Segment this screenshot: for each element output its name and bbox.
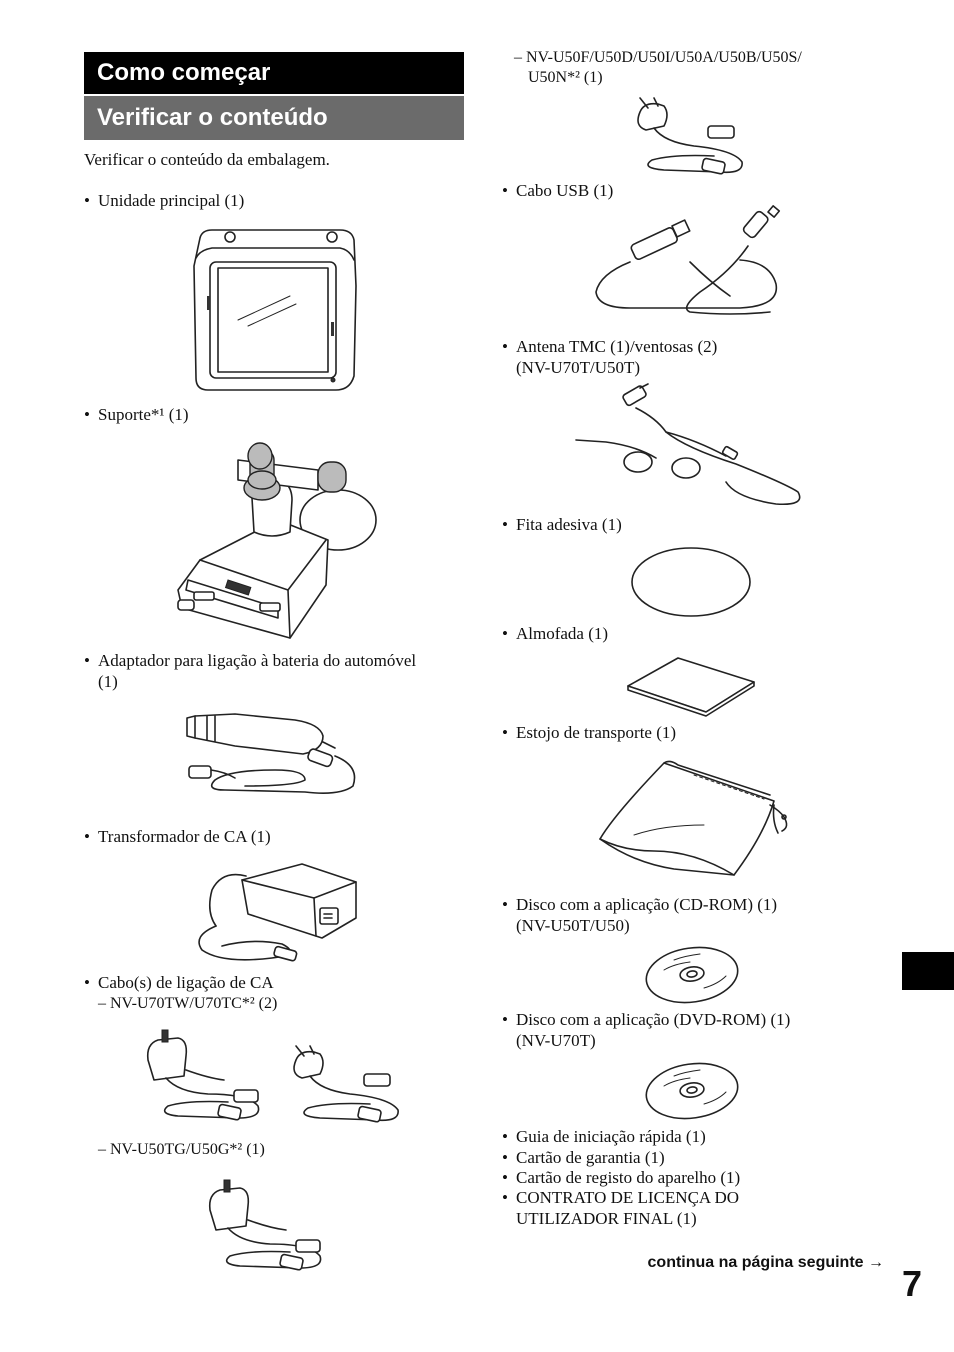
- section-title: Como começar: [84, 52, 464, 94]
- list-item-quick-start: • Guia de iniciação rápida (1): [502, 1127, 706, 1148]
- uk-plug-cable-single-illustration: [208, 1179, 322, 1271]
- item-label: Cabo(s) de ligação de CA: [98, 973, 274, 992]
- bullet: •: [502, 1168, 508, 1187]
- bullet: •: [502, 337, 508, 356]
- list-item-eula: • CONTRATO DE LICENÇA DO UTILIZADOR FINAL…: [502, 1188, 739, 1229]
- subsection-title: Verificar o conteúdo: [84, 96, 464, 140]
- list-item-adhesive-tape: • Fita adesiva (1): [502, 515, 622, 536]
- item-label: Almofada (1): [516, 624, 609, 643]
- intro-text: Verificar o conteúdo da embalagem.: [84, 150, 330, 169]
- bullet: •: [502, 895, 508, 914]
- page-number: 7: [901, 1263, 922, 1304]
- item-label: Cartão de registo do aparelho (1): [516, 1168, 741, 1187]
- carrying-case-illustration: [599, 760, 788, 876]
- bullet: •: [502, 723, 508, 742]
- car-adapter-illustration: [186, 713, 356, 794]
- item-label: Disco com a aplicação (CD-ROM) (1): [516, 895, 778, 914]
- ac-adapter-illustration: [198, 863, 357, 962]
- bullet: •: [502, 181, 508, 200]
- list-item-car-adapter: • Adaptador para ligação à bateria do aut…: [84, 651, 474, 692]
- item-label: CONTRATO DE LICENÇA DO: [516, 1188, 740, 1207]
- usb-cable-illustration: [595, 205, 781, 315]
- item-label: Transformador de CA (1): [98, 827, 271, 846]
- main-unit-illustration: [193, 229, 357, 391]
- stand-illustration: [177, 442, 377, 639]
- bullet: •: [84, 651, 90, 670]
- bullet: •: [502, 1010, 508, 1029]
- bullet: •: [502, 1148, 508, 1167]
- item-label: Unidade principal (1): [98, 191, 245, 210]
- item-sub-label-eu: – NV-U50F/U50D/U50I/U50A/U50B/U50S/ U50N…: [514, 48, 802, 88]
- bullet: •: [84, 973, 90, 992]
- item-label: Fita adesiva (1): [516, 515, 622, 534]
- dvd-rom-illustration: [645, 1062, 739, 1120]
- item-label: Suporte*¹ (1): [98, 405, 189, 424]
- continued-next-page: continua na página seguinte →: [647, 1254, 884, 1271]
- item-label-continued: (NV-U70T): [516, 1030, 596, 1050]
- list-item-main-unit: • Unidade principal (1): [84, 191, 244, 212]
- bullet: •: [502, 1188, 508, 1207]
- item-label-continued: (1): [98, 671, 118, 691]
- list-item-tmc-antenna: • Antena TMC (1)/ventosas (2) (NV-U70T/U5…: [502, 337, 717, 378]
- bullet: •: [84, 827, 90, 846]
- uk-plug-cable-illustration: [146, 1029, 260, 1121]
- item-label: Adaptador para ligação à bateria do auto…: [98, 651, 417, 670]
- tmc-antenna-illustration: [575, 383, 801, 506]
- list-item-dvd-rom: • Disco com a aplicação (DVD-ROM) (1) (NV…: [502, 1010, 790, 1051]
- item-label: Cartão de garantia (1): [516, 1148, 665, 1167]
- list-item-ac-cables: • Cabo(s) de ligação de CA – NV-U70TW/U70…: [84, 973, 277, 1014]
- list-item-cd-rom: • Disco com a aplicação (CD-ROM) (1) (NV-…: [502, 895, 777, 936]
- cushion-illustration: [627, 657, 755, 717]
- bullet: •: [502, 1127, 508, 1146]
- item-sub-label-eu-line1: – NV-U50F/U50D/U50I/U50A/U50B/U50S/: [514, 49, 802, 66]
- list-item-warranty: • Cartão de garantia (1): [502, 1148, 665, 1169]
- item-label-continued: UTILIZADOR FINAL (1): [516, 1208, 697, 1228]
- item-sub-label-uk: – NV-U50TG/U50G*² (1): [98, 1141, 265, 1158]
- item-sub-label: – NV-U70TW/U70TC*² (2): [98, 994, 278, 1012]
- item-label-continued: (NV-U50T/U50): [516, 915, 630, 935]
- list-item-stand: • Suporte*¹ (1): [84, 405, 189, 426]
- item-label: Disco com a aplicação (DVD-ROM) (1): [516, 1010, 791, 1029]
- cd-rom-illustration: [645, 946, 739, 1004]
- list-item-carrying-case: • Estojo de transporte (1): [502, 723, 676, 744]
- item-label: Antena TMC (1)/ventosas (2): [516, 337, 718, 356]
- list-item-registration: • Cartão de registo do aparelho (1): [502, 1168, 740, 1189]
- list-item-cushion: • Almofada (1): [502, 624, 608, 645]
- list-item-usb-cable: • Cabo USB (1): [502, 181, 613, 202]
- bullet: •: [502, 624, 508, 643]
- item-label: Cabo USB (1): [516, 181, 614, 200]
- bullet: •: [84, 191, 90, 210]
- list-item-ac-adapter: • Transformador de CA (1): [84, 827, 271, 848]
- bullet: •: [502, 515, 508, 534]
- bullet: •: [84, 405, 90, 424]
- euro-plug-cable-eu-illustration: [637, 97, 743, 175]
- item-label: Guia de iniciação rápida (1): [516, 1127, 706, 1146]
- euro-plug-cable-illustration: [293, 1045, 399, 1123]
- item-label-continued: (NV-U70T/U50T): [516, 357, 641, 377]
- item-label: Estojo de transporte (1): [516, 723, 677, 742]
- side-tab-marker: [902, 952, 954, 990]
- item-sub-label-eu-line2: U50N*² (1): [528, 69, 603, 86]
- adhesive-tape-illustration: [631, 547, 751, 617]
